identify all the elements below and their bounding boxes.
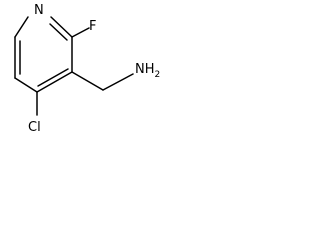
amine-subscript: 2 <box>155 70 161 80</box>
bond-c5-c4 <box>14 77 38 93</box>
bond-ch2-n <box>102 73 134 91</box>
bond-c2-n1-inner <box>49 23 68 41</box>
bond-c4-c3-inner <box>37 68 69 87</box>
chemical-structure: N F Cl NH2 <box>14 3 160 135</box>
bond-n1-c6 <box>14 16 29 38</box>
fluorine-label: F <box>89 19 96 34</box>
bond-c4-c3 <box>36 71 73 93</box>
amine-nh: NH <box>135 62 155 77</box>
bond-c3-ch2 <box>71 71 104 91</box>
ring-nitrogen-label: N <box>34 3 44 18</box>
bond-c2-f <box>71 27 90 38</box>
amine-label: NH2 <box>135 62 160 80</box>
chlorine-label: Cl <box>28 120 41 135</box>
bond-c2-n1 <box>50 16 73 38</box>
